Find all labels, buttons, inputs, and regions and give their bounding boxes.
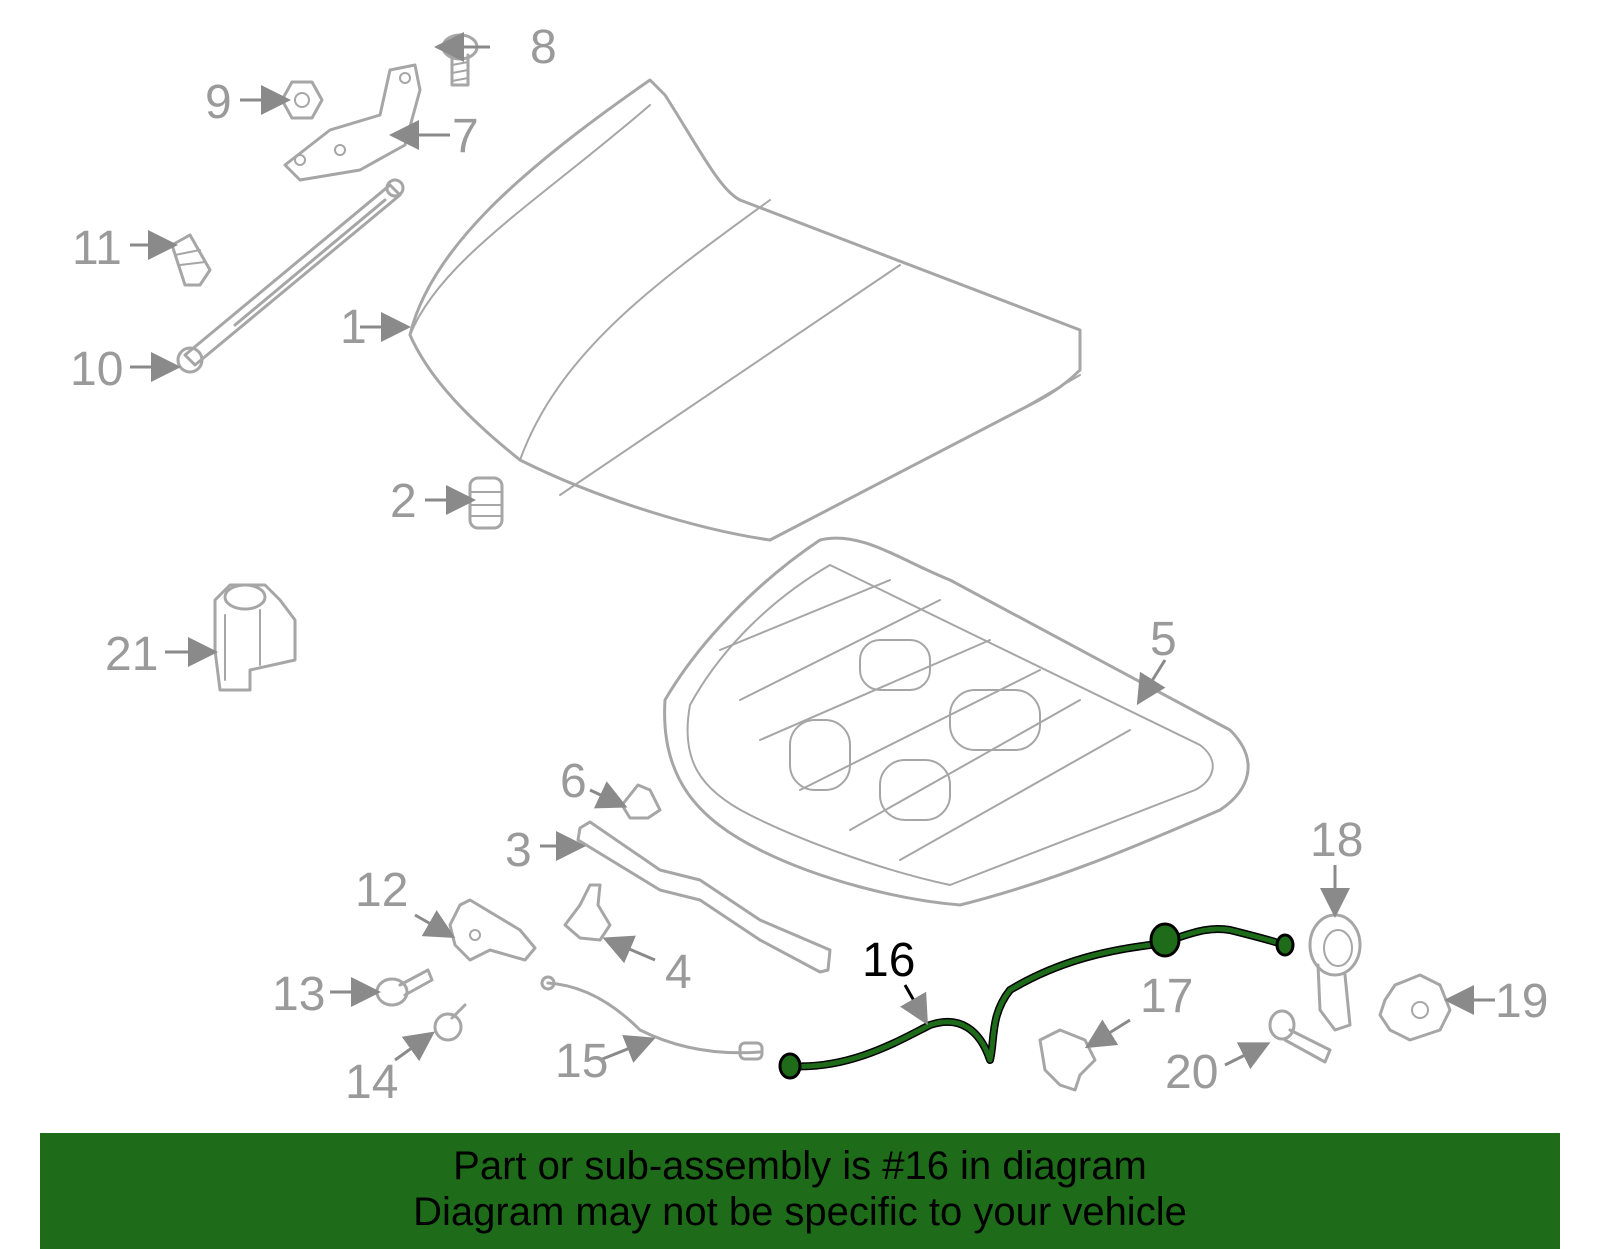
callout-17: 17 — [1140, 970, 1193, 1023]
callout-10: 10 — [70, 343, 123, 396]
clip-14 — [433, 1003, 467, 1042]
hood-panel — [408, 78, 1082, 542]
callout-7: 7 — [452, 110, 479, 163]
callout-19: 19 — [1495, 975, 1548, 1028]
release-handle — [448, 898, 537, 962]
hood-bumper — [468, 476, 504, 530]
hood-latch — [1308, 913, 1362, 1032]
callout-13: 13 — [272, 968, 325, 1021]
callout-12: 12 — [355, 864, 408, 917]
hood-insulator — [663, 536, 1250, 907]
banner-line-2: Diagram may not be specific to your vehi… — [413, 1190, 1187, 1234]
callout-arrows — [130, 32, 1495, 1070]
release-cable-highlighted — [778, 922, 1295, 1080]
support-clip — [170, 233, 212, 287]
callout-labels: 1 2 3 4 5 6 7 8 9 10 11 12 13 14 15 16 1… — [70, 21, 1548, 1109]
callout-16: 16 — [862, 934, 915, 987]
hood-seal — [576, 820, 832, 974]
callout-9: 9 — [205, 76, 232, 129]
callout-6: 6 — [560, 755, 587, 808]
hinge-nut — [280, 80, 324, 120]
callout-14: 14 — [345, 1056, 398, 1109]
latch-19 — [1378, 973, 1452, 1042]
callout-15: 15 — [555, 1035, 608, 1088]
callout-8: 8 — [530, 21, 557, 74]
bolt-20 — [1268, 1009, 1332, 1064]
callout-21: 21 — [105, 628, 158, 681]
banner-line-1: Part or sub-assembly is #16 in diagram — [453, 1144, 1147, 1188]
bracket-21 — [213, 583, 297, 692]
callout-2: 2 — [390, 475, 417, 528]
info-banner: Part or sub-assembly is #16 in diagram D… — [40, 1133, 1560, 1249]
grommet-6 — [620, 783, 662, 820]
callout-1: 1 — [340, 301, 367, 354]
hinge-bolt — [441, 33, 479, 87]
clip-17 — [1038, 1028, 1097, 1092]
hood-stopper — [563, 883, 612, 942]
hood-lift-support — [176, 178, 405, 374]
callout-4: 4 — [665, 946, 692, 999]
bolt-13 — [375, 968, 434, 1007]
hood-hinge — [283, 63, 422, 182]
callout-20: 20 — [1165, 1046, 1218, 1099]
callout-3: 3 — [505, 824, 532, 877]
callout-18: 18 — [1310, 814, 1363, 867]
callout-5: 5 — [1150, 613, 1177, 666]
release-cable-front — [540, 975, 764, 1061]
callout-11: 11 — [72, 222, 122, 275]
